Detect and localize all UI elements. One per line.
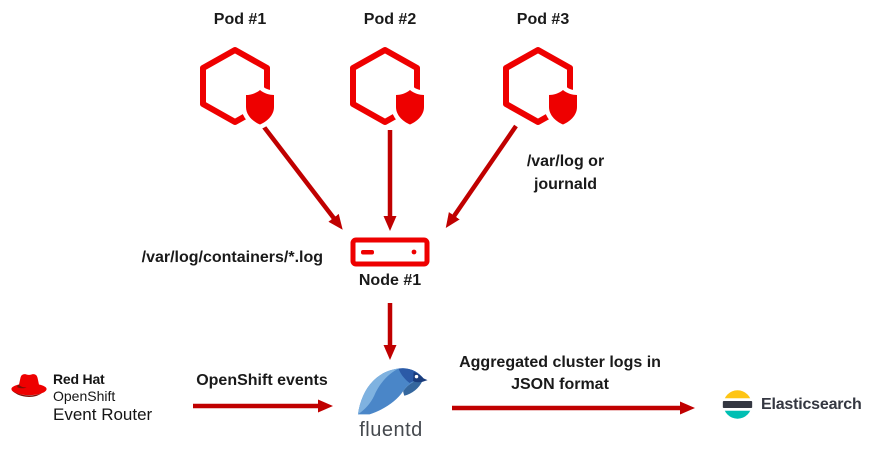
- elasticsearch-label: Elasticsearch: [761, 395, 862, 413]
- pod-3: Pod #3: [498, 10, 588, 130]
- pod-hexagon-icon: [200, 47, 279, 129]
- node-label: Node #1: [358, 272, 422, 289]
- pod-1: Pod #1: [195, 10, 285, 130]
- fluentd-label: fluentd: [359, 419, 423, 441]
- pod-shield-icon: [549, 90, 577, 125]
- elasticsearch-block: Elasticsearch: [721, 388, 862, 421]
- pod-hexagon-icon: [350, 47, 429, 129]
- openshift-product-label: OpenShift: [53, 388, 116, 404]
- pod-shield-icon: [396, 90, 424, 125]
- arrow-pod1-to-node: [262, 125, 343, 230]
- pod-2-label: Pod #2: [363, 11, 417, 28]
- openshift-events-label: OpenShift events: [196, 372, 328, 389]
- pod-hexagon-icon: [503, 47, 582, 129]
- redhat-brand-label: Red Hat: [53, 371, 105, 387]
- aggregated-logs-label: Aggregated cluster logs in JSON format: [459, 354, 661, 393]
- pod-3-label: Pod #3: [516, 11, 570, 28]
- pod-2: Pod #2: [345, 10, 435, 130]
- elasticsearch-logo-icon: [722, 390, 753, 419]
- event-router-block: Red Hat OpenShift Event Router: [10, 371, 152, 424]
- redhat-fedora-icon: [11, 374, 47, 397]
- node-server-icon: [350, 237, 430, 267]
- pod-shield-icon: [246, 90, 274, 125]
- fluentd-bird-icon: [357, 368, 428, 415]
- pod-1-label: Pod #1: [213, 11, 267, 28]
- varlog-journald-label: /var/log or journald: [526, 153, 605, 193]
- containers-log-label: /var/log/containers/*.log: [141, 249, 323, 266]
- event-router-label: Event Router: [53, 405, 153, 424]
